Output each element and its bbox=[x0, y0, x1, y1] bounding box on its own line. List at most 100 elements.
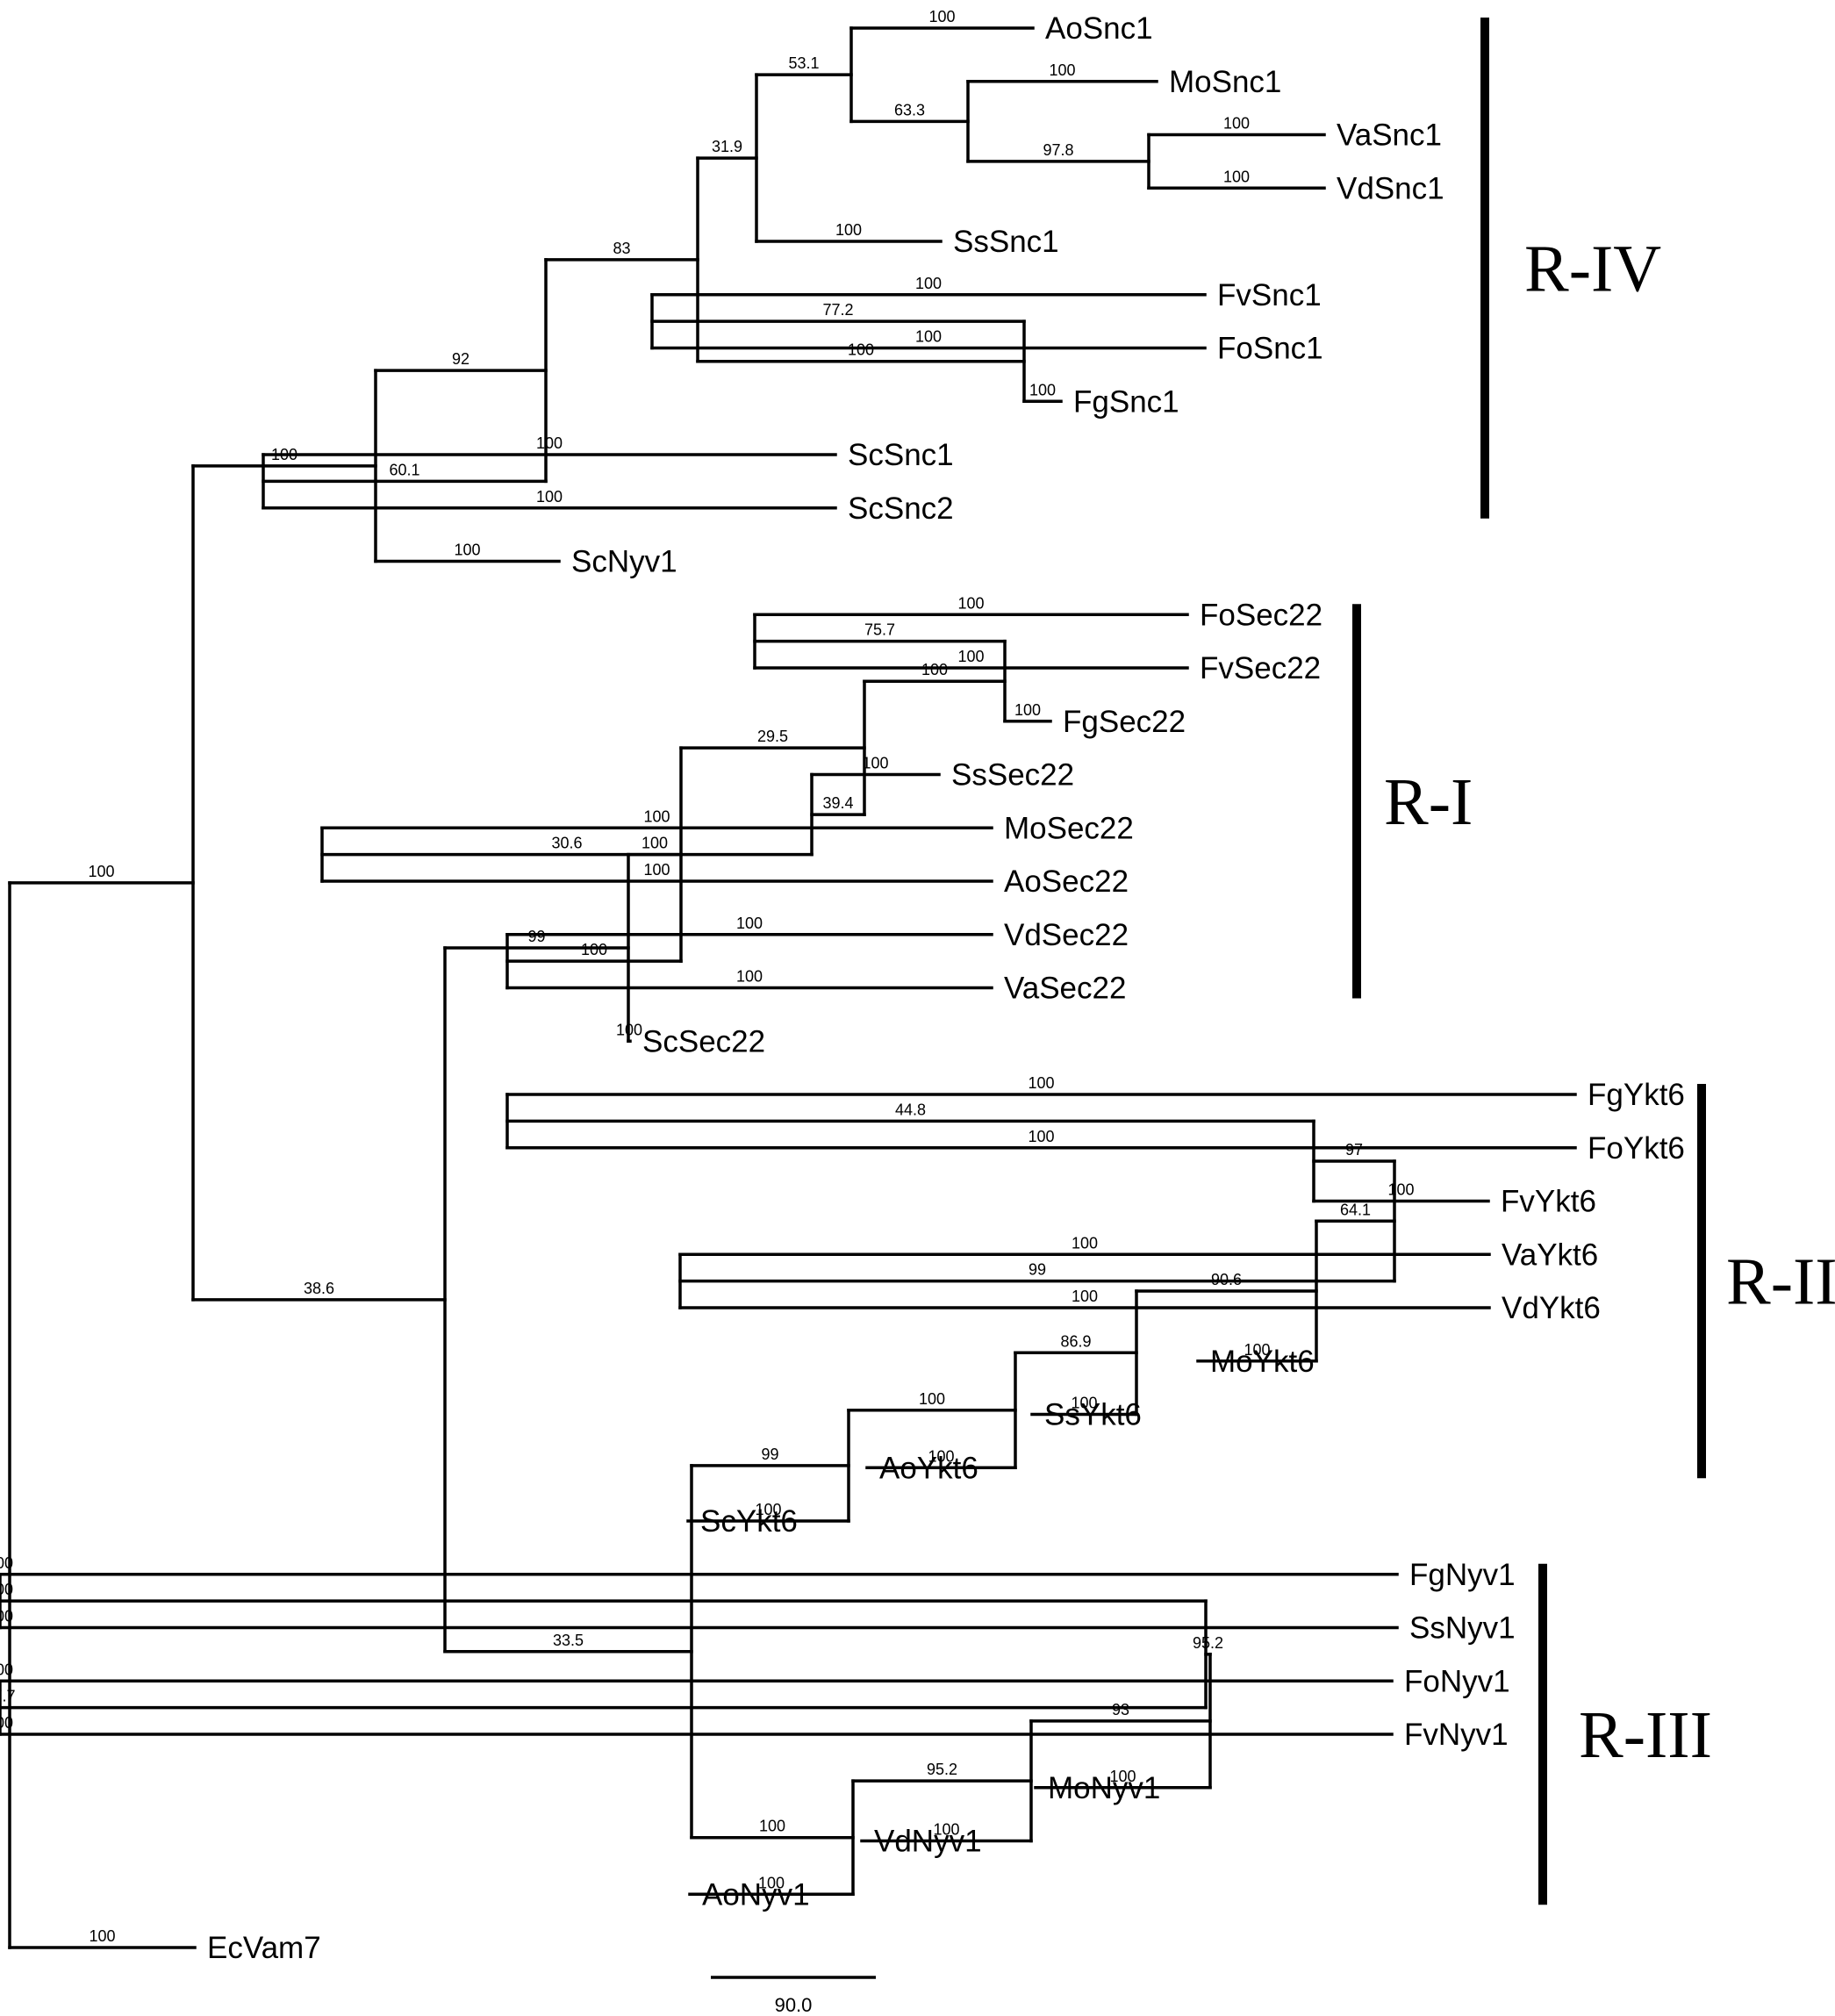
support-value: 100 bbox=[848, 341, 874, 359]
leaf-label: SsSec22 bbox=[951, 758, 1074, 793]
clade-bar bbox=[1480, 18, 1489, 519]
support-value: 100 bbox=[643, 861, 670, 879]
support-value: 97 bbox=[1345, 1141, 1363, 1159]
leaf-label: ScSec22 bbox=[642, 1024, 765, 1058]
leaf-label: FvYkt6 bbox=[1501, 1185, 1596, 1219]
support-value: 38.6 bbox=[304, 1280, 334, 1297]
support-value: 100 bbox=[1109, 1768, 1136, 1785]
support-value: 100 bbox=[536, 434, 563, 452]
support-value: 99 bbox=[761, 1446, 778, 1463]
support-value: 29.5 bbox=[757, 728, 788, 745]
leaf-label: FgNyv1 bbox=[1409, 1558, 1516, 1592]
support-value: 100 bbox=[921, 661, 948, 678]
leaf-label: FoSec22 bbox=[1200, 598, 1322, 632]
support-value: 100 bbox=[643, 807, 670, 825]
support-value: 90.6 bbox=[1211, 1271, 1242, 1288]
support-value: 39.4 bbox=[822, 794, 853, 812]
clade-bar bbox=[1352, 604, 1361, 999]
support-value: 92 bbox=[452, 350, 470, 368]
scale-bar: 90.0 bbox=[711, 1976, 876, 2016]
clade-label: R-IV bbox=[1524, 232, 1661, 305]
leaf-label: ScSnc1 bbox=[848, 438, 954, 472]
leaf-label: FgSnc1 bbox=[1073, 384, 1179, 419]
leaf-label: ScYkt6 bbox=[700, 1504, 798, 1539]
support-value: 100 bbox=[919, 1390, 945, 1408]
leaf-label: FgYkt6 bbox=[1588, 1078, 1685, 1112]
support-value: 100 bbox=[0, 1714, 13, 1732]
support-values: 100100928331.953.110063.310097.810010010… bbox=[0, 8, 1415, 1945]
support-value: 100 bbox=[957, 594, 984, 612]
leaf-labels: AoSnc1MoSnc1VaSnc1VdSnc1SsSnc1FvSnc1FoSn… bbox=[207, 11, 1685, 1965]
leaf-label: AoSec22 bbox=[1004, 865, 1129, 899]
support-value: 100 bbox=[0, 1661, 13, 1678]
clade-label: R-I bbox=[1384, 765, 1473, 839]
support-value: 100 bbox=[835, 221, 862, 239]
support-value: 100 bbox=[0, 1554, 13, 1572]
leaf-label: MoSnc1 bbox=[1169, 65, 1281, 99]
support-value: 100 bbox=[736, 968, 763, 986]
support-value: 63.3 bbox=[894, 101, 925, 118]
clade-label: R-III bbox=[1579, 1698, 1712, 1772]
support-value: 100 bbox=[1049, 61, 1075, 79]
tree-branches bbox=[0, 26, 1577, 1949]
leaf-label: MoYkt6 bbox=[1210, 1345, 1315, 1379]
support-value: 100 bbox=[1223, 168, 1250, 185]
support-value: 97.7 bbox=[0, 1688, 16, 1705]
support-value: 44.8 bbox=[895, 1101, 926, 1118]
leaf-label: FoNyv1 bbox=[1404, 1664, 1510, 1698]
support-value: 100 bbox=[758, 1874, 785, 1891]
leaf-label: AoNyv1 bbox=[702, 1877, 810, 1912]
leaf-label: VaSec22 bbox=[1004, 972, 1126, 1006]
support-value: 93 bbox=[1112, 1701, 1129, 1718]
support-value: 100 bbox=[862, 755, 888, 772]
support-value: 100 bbox=[933, 1821, 959, 1839]
leaf-label: FvNyv1 bbox=[1404, 1718, 1509, 1752]
support-value: 100 bbox=[928, 1447, 954, 1465]
support-value: 100 bbox=[89, 1927, 115, 1945]
support-value: 31.9 bbox=[712, 138, 742, 155]
leaf-label: SsYkt6 bbox=[1044, 1398, 1142, 1432]
clade-bar bbox=[1538, 1563, 1547, 1905]
clade-bar bbox=[1697, 1084, 1706, 1479]
support-value: 83 bbox=[613, 240, 630, 257]
leaf-label: VdNyv1 bbox=[874, 1825, 982, 1859]
support-value: 100 bbox=[1028, 1128, 1054, 1145]
support-value: 100 bbox=[454, 542, 480, 559]
support-value: 30.6 bbox=[551, 835, 582, 852]
support-value: 100 bbox=[1072, 1234, 1098, 1252]
support-value: 100 bbox=[1072, 1288, 1098, 1305]
leaf-label: FvSnc1 bbox=[1217, 278, 1322, 312]
leaf-label: VaYkt6 bbox=[1502, 1238, 1598, 1272]
support-value: 100 bbox=[1387, 1181, 1414, 1199]
support-value: 75.7 bbox=[864, 621, 895, 639]
support-value: 53.1 bbox=[788, 54, 819, 72]
support-value: 100 bbox=[1223, 115, 1250, 133]
support-value: 100 bbox=[88, 863, 114, 880]
support-value: 100 bbox=[1244, 1341, 1270, 1359]
leaf-label: VdSnc1 bbox=[1337, 171, 1444, 205]
support-value: 64.1 bbox=[1340, 1201, 1371, 1218]
support-value: 100 bbox=[271, 446, 297, 463]
support-value: 100 bbox=[1071, 1395, 1097, 1412]
support-value: 100 bbox=[755, 1501, 781, 1518]
clade-label: R-II bbox=[1726, 1245, 1835, 1319]
support-value: 86.9 bbox=[1060, 1332, 1091, 1350]
leaf-label: FoSnc1 bbox=[1217, 332, 1323, 366]
support-value: 100 bbox=[1028, 1074, 1054, 1092]
leaf-label: FvSec22 bbox=[1200, 651, 1321, 685]
support-value: 100 bbox=[1014, 701, 1041, 719]
leaf-label: FgSec22 bbox=[1063, 705, 1186, 739]
support-value: 100 bbox=[915, 328, 942, 346]
support-value: 33.5 bbox=[553, 1632, 584, 1649]
leaf-label: ScNyv1 bbox=[571, 545, 677, 579]
leaf-label: AoYkt6 bbox=[879, 1451, 978, 1485]
support-value: 95.2 bbox=[1193, 1634, 1223, 1652]
support-value: 60.1 bbox=[389, 461, 419, 478]
support-value: 100 bbox=[915, 275, 942, 292]
support-value: 77.2 bbox=[822, 301, 853, 319]
leaf-label: MoSec22 bbox=[1004, 811, 1134, 845]
support-value: 100 bbox=[759, 1818, 785, 1835]
support-value: 100 bbox=[928, 8, 955, 25]
